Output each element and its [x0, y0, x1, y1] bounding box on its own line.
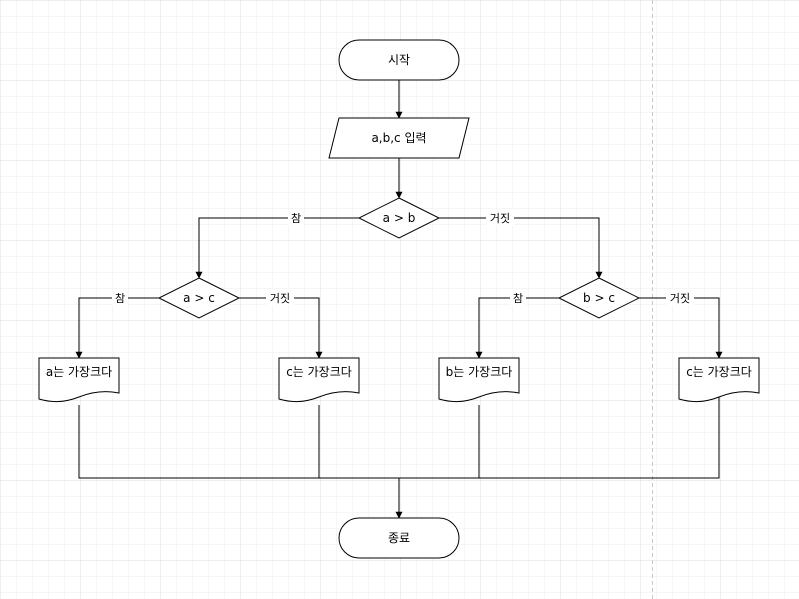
label-ac-true: 참 [115, 292, 125, 305]
output-c2-label: c는 가장크다 [686, 365, 752, 379]
end-label: 종료 [388, 531, 410, 545]
label-bg [288, 210, 304, 226]
label-bg [486, 210, 514, 226]
edge-bc-false [639, 297, 723, 359]
decision-b-gt-c[interactable]: b > c [557, 277, 641, 319]
terminator-start[interactable]: 시작 [338, 39, 460, 81]
output-c-largest-left[interactable]: c는 가장크다 [278, 357, 360, 403]
label-ab-true: 참 [291, 212, 301, 225]
start-label: 시작 [388, 53, 410, 67]
decision-bc-label: b > c [583, 291, 615, 305]
label-bc-false: 거짓 [670, 292, 690, 305]
label-ac-false: 거짓 [270, 292, 290, 305]
output-b-largest[interactable]: b는 가장크다 [438, 357, 520, 403]
decision-ab-label: a > b [383, 211, 416, 225]
decision-ac-label: a > c [183, 291, 215, 305]
edge-ab-true [195, 217, 359, 279]
decision-a-gt-b[interactable]: a > b [357, 197, 441, 239]
output-c-largest-right[interactable]: c는 가장크다 [678, 357, 760, 403]
label-bc-true: 참 [513, 292, 523, 305]
decision-a-gt-c[interactable]: a > c [157, 277, 241, 319]
edge-ac-true [75, 297, 159, 359]
connectors [75, 80, 723, 519]
output-b-label: b는 가장크다 [446, 365, 513, 379]
label-bg [112, 290, 128, 306]
input-label: a,b,c 입력 [371, 131, 426, 145]
edge-bc-true [475, 297, 559, 359]
edge-labels: 참 거짓 참 거짓 참 거짓 [112, 210, 694, 306]
label-bg [266, 290, 294, 306]
output-c1-label: c는 가장크다 [286, 365, 352, 379]
input-parallelogram[interactable]: a,b,c 입력 [328, 117, 470, 159]
label-ab-false: 거짓 [490, 212, 510, 225]
output-a-largest[interactable]: a는 가장크다 [38, 357, 120, 403]
output-a-label: a는 가장크다 [46, 365, 112, 379]
terminator-end[interactable]: 종료 [338, 517, 460, 559]
label-bg [510, 290, 526, 306]
edge-ac-false [239, 297, 323, 359]
label-bg [666, 290, 694, 306]
